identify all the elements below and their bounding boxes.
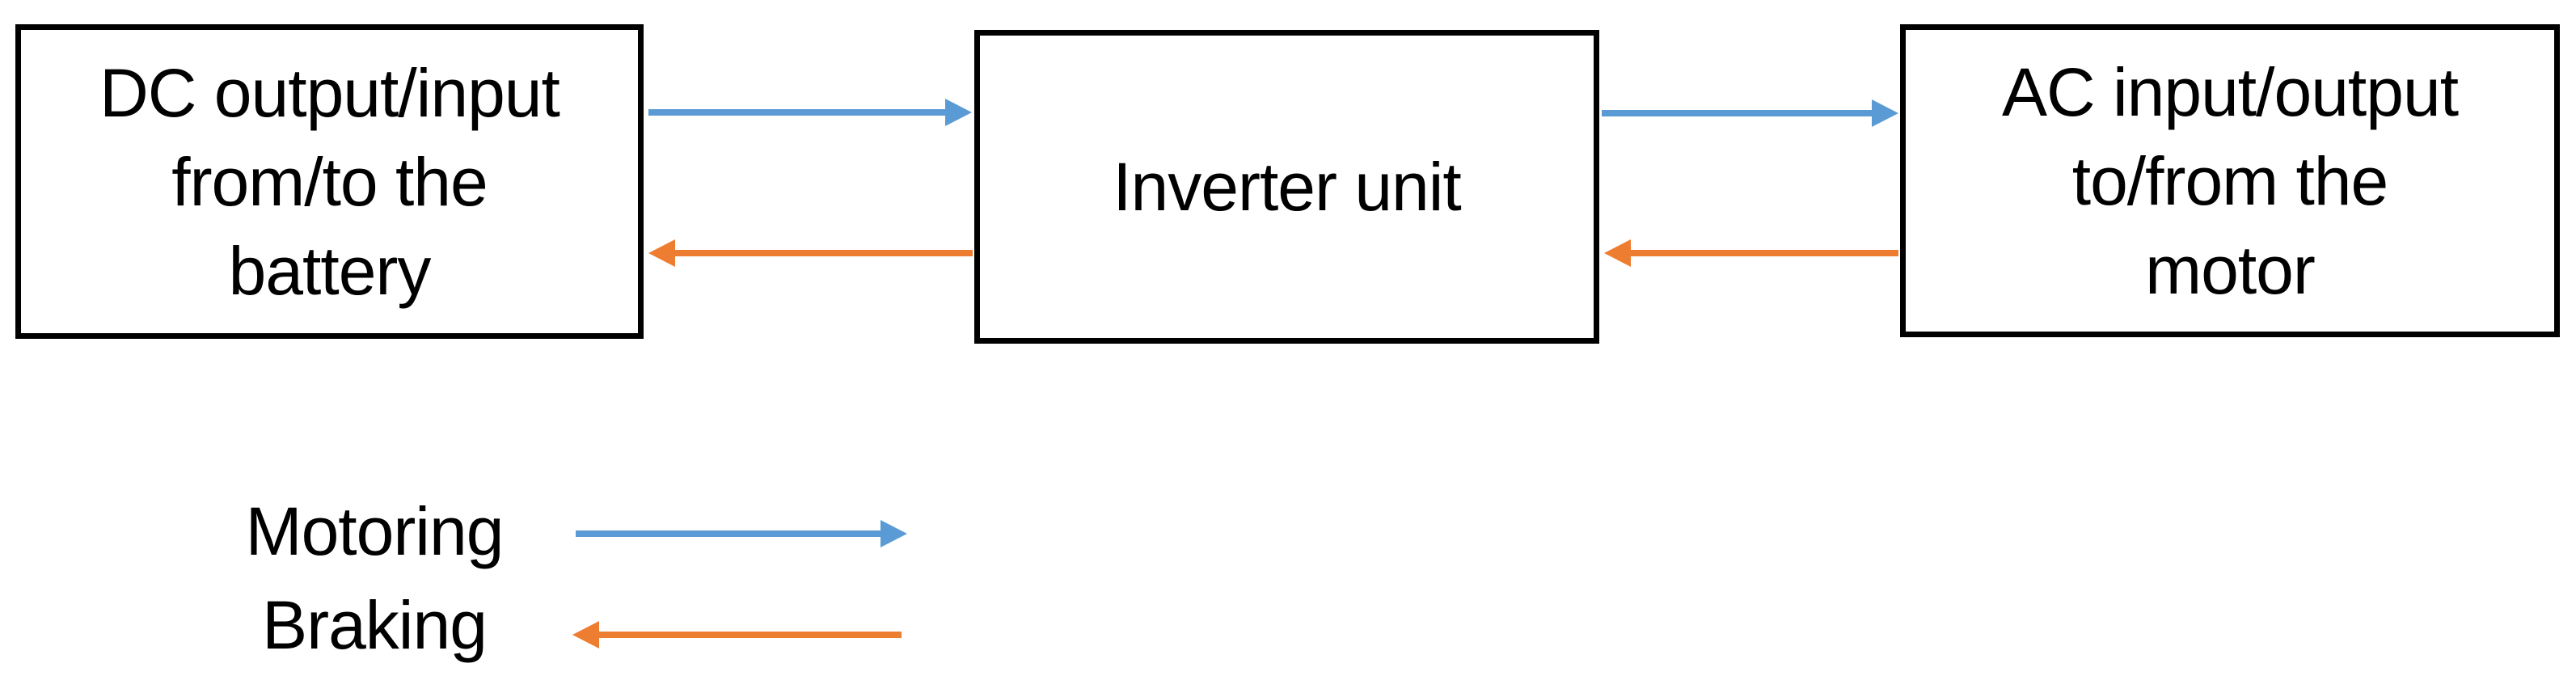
legend-motoring-arrow [576,520,907,547]
dc-box-label: DC output/input from/to the battery [99,54,560,309]
legend-braking-arrow [572,621,902,649]
ac-box-label: AC input/output to/from the motor [2001,53,2459,308]
ac-box: AC input/output to/from the motor [1900,24,2560,337]
motoring-battery-to-inverter-arrow [648,99,972,126]
braking-motor-to-inverter-arrow [1604,239,1898,267]
inverter-box: Inverter unit [974,30,1599,344]
legend-label-braking: Braking [262,587,488,663]
inverter-box-label: Inverter unit [1113,149,1462,225]
legend-label-motoring: Motoring [245,493,505,569]
braking-inverter-to-battery-arrow [648,239,973,267]
dc-box: DC output/input from/to the battery [15,24,644,339]
motoring-inverter-to-motor-arrow [1602,99,1898,127]
